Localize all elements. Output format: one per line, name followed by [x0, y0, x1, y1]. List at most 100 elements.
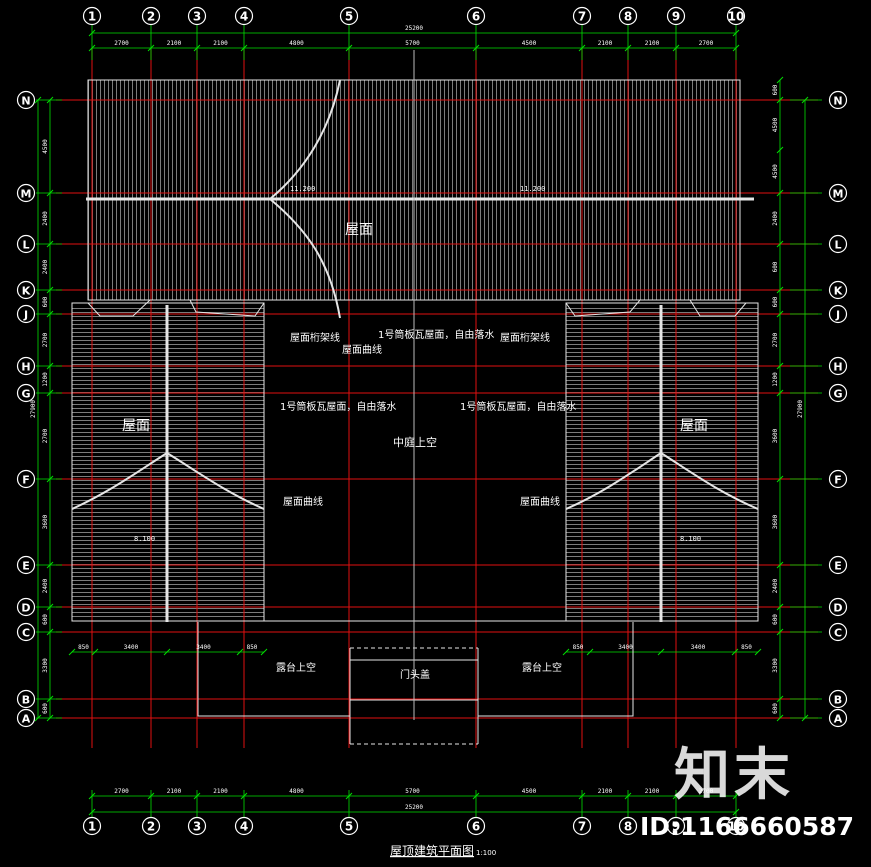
- porch-right-dim-tick: [562, 648, 570, 656]
- axis-bubble: [16, 597, 36, 617]
- axis-label: 7: [578, 10, 586, 24]
- axis-label: 8: [624, 10, 632, 24]
- curve-right-label: 屋面曲线: [520, 495, 560, 508]
- axis-label: M: [21, 188, 32, 201]
- porch-left-dim-tick: [68, 648, 76, 656]
- porch-right-dim-tick: [754, 648, 762, 656]
- right-dim-tick: [776, 286, 784, 294]
- right-dim-tick: [776, 189, 784, 197]
- porch-left-dim-text: 850: [247, 644, 258, 651]
- grid-lines: [56, 48, 818, 748]
- axis-label: D: [833, 602, 842, 615]
- axis-bubble: [828, 622, 848, 642]
- watermark-logo: 知末: [674, 743, 794, 808]
- axis-label: G: [833, 388, 842, 401]
- top-dim-tick: [240, 44, 248, 52]
- top-dim-text: 2100: [598, 40, 613, 47]
- left-dim-tick: [46, 362, 54, 370]
- left-dim-tick: [46, 286, 54, 294]
- porch-right-dim-text: 3400: [618, 644, 633, 651]
- axis-label: H: [21, 361, 30, 374]
- axis-bubble: [726, 6, 746, 26]
- axis-label: C: [834, 627, 842, 640]
- bottom-total-dim-tick: [88, 808, 96, 816]
- bottom-dim-text: 5700: [405, 788, 420, 795]
- gate-label: 门头盖: [400, 668, 430, 681]
- top-total-dim-text: 25200: [405, 25, 423, 32]
- curve-top-label: 屋面曲线: [342, 343, 382, 356]
- top-dim-tick: [732, 44, 740, 52]
- porch-left-dim-text: 3400: [196, 644, 211, 651]
- axis-bubble: [82, 6, 102, 26]
- left-dim-tick: [46, 603, 54, 611]
- axis-label: J: [835, 309, 840, 322]
- right-dim-text: 600: [772, 703, 779, 714]
- axis-bubble: [828, 304, 848, 324]
- top-dim-text: 5700: [405, 40, 420, 47]
- bottom-dim-text: 2100: [598, 788, 613, 795]
- top-dim-text: 4500: [522, 40, 537, 47]
- axis-label: 6: [472, 820, 480, 834]
- axis-label: 5: [345, 820, 353, 834]
- left-dim-tick: [46, 240, 54, 248]
- bottom-dim-tick: [345, 792, 353, 800]
- axis-bubble: [16, 383, 36, 403]
- bottom-dim-text: 2100: [167, 788, 182, 795]
- left-total-dim-tick: [34, 96, 42, 104]
- left-dim-text: 600: [42, 296, 49, 307]
- axis-label: 2: [147, 10, 155, 24]
- axis-label: 9: [672, 820, 680, 834]
- right-dim-text: 3300: [772, 658, 779, 673]
- axis-bubble: [141, 816, 161, 836]
- axis-label: 4: [240, 820, 248, 834]
- axis-label: C: [22, 627, 30, 640]
- axis-label: 4: [240, 10, 248, 24]
- axis-bubble: [726, 816, 746, 836]
- right-dim-text: 3600: [772, 514, 779, 529]
- axis-label: 6: [472, 10, 480, 24]
- left-dim-tick: [46, 96, 54, 104]
- left-dim-text: 600: [42, 703, 49, 714]
- axis-label: E: [834, 560, 842, 573]
- roof-left-label: 屋面: [122, 418, 150, 434]
- axis-label: B: [834, 694, 842, 707]
- axis-label: 10: [728, 820, 745, 834]
- porch-left-label: 露台上空: [276, 661, 316, 674]
- top-dim-text: 2100: [167, 40, 182, 47]
- porch-right-dim-tick: [657, 648, 665, 656]
- left-dim-text: 3600: [42, 514, 49, 529]
- axis-bubble: [339, 6, 359, 26]
- bottom-dim-text: 4800: [289, 788, 304, 795]
- porch-left-dim-text: 3400: [124, 644, 139, 651]
- left-total-dim-text: 27900: [30, 400, 37, 418]
- bottom-dim-text: 2700: [114, 788, 129, 795]
- axis-label: 9: [672, 10, 680, 24]
- porch-right-label: 露台上空: [522, 661, 562, 674]
- right-dim-text: 600: [772, 261, 779, 272]
- tile-right-label: 1号筒板瓦屋面，自由落水: [460, 400, 576, 413]
- bottom-dim-tick: [578, 792, 586, 800]
- right-dim-tick: [776, 695, 784, 703]
- axis-bubble: [16, 356, 36, 376]
- top-dim-text: 2700: [114, 40, 129, 47]
- top-dim-tick: [578, 44, 586, 52]
- axis-bubble: [16, 183, 36, 203]
- right-dim-tick: [776, 362, 784, 370]
- right-dim-tick: [776, 561, 784, 569]
- axis-label: D: [21, 602, 30, 615]
- watermark-id: ID:1166660587: [640, 812, 855, 841]
- left-dim-text: 2700: [42, 332, 49, 347]
- bottom-dim-text: 2100: [213, 788, 228, 795]
- roof-right-label: 屋面: [680, 418, 708, 434]
- axis-bubble: [16, 555, 36, 575]
- right-dim-tick: [776, 475, 784, 483]
- right-dim-tick: [776, 146, 784, 154]
- right-total-dim-text: 27900: [797, 400, 804, 418]
- right-dim-text: 1200: [772, 372, 779, 387]
- top-dim-tick: [472, 44, 480, 52]
- left-dim-tick: [46, 189, 54, 197]
- tile-center-label: 1号筒板瓦屋面，自由落水: [378, 328, 494, 341]
- axis-bubble: [466, 6, 486, 26]
- top-dim-text: 2700: [699, 40, 714, 47]
